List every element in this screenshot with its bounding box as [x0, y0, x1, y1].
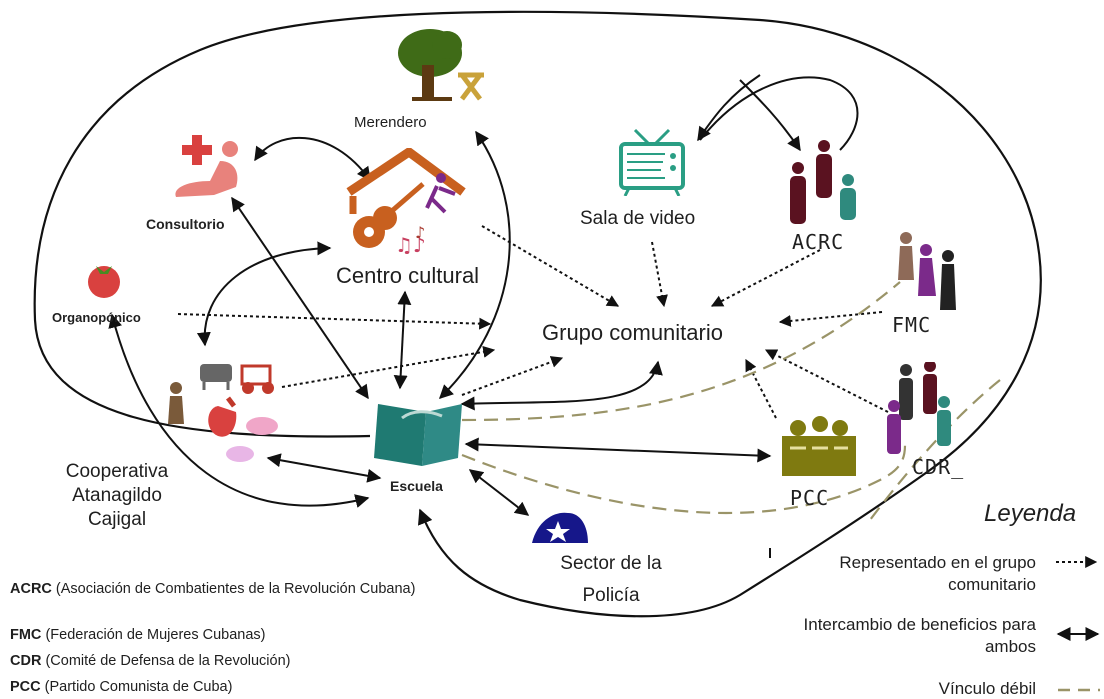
link-organo-escuela — [108, 313, 370, 508]
label-consultorio: Consultorio — [146, 216, 225, 232]
cultural-house-icon: ♫♪ ♪ — [346, 148, 466, 256]
dot-cdr-grupo — [764, 349, 889, 413]
abbr-fmc-key: FMC — [10, 627, 42, 643]
label-cooperativa: Cooperativa Atanagildo Cajigal — [52, 460, 182, 532]
label-sala-video: Sala de video — [580, 208, 696, 229]
abbr-acrc-text: (Asociación de Combatientes de la Revolu… — [55, 581, 416, 597]
fmc-women-icon — [898, 232, 956, 310]
weak-escuela-fmc — [461, 281, 901, 422]
policia-line-2: Policía — [582, 585, 640, 606]
dot-farm-grupo — [281, 345, 496, 388]
label-fmc: FMC — [892, 313, 932, 337]
link-escuela-grupo — [460, 360, 663, 411]
cooperativa-line-1: Cooperativa — [65, 461, 169, 482]
dot-acrc-grupo — [710, 249, 821, 307]
cooperativa-line-2: Atanagildo — [72, 485, 162, 506]
tree-table-icon — [398, 29, 484, 101]
label-escuela: Escuela — [390, 478, 443, 494]
boundary-loop — [33, 10, 1042, 618]
abbr-fmc-text: (Federación de Mujeres Cubanas) — [45, 627, 266, 643]
link-farm-centro — [196, 241, 332, 347]
link-escuela-policia — [468, 469, 530, 516]
policia-line-1: Sector de la — [560, 553, 662, 574]
abbr-acrc: ACRC (Asociación de Combatientes de la R… — [10, 580, 476, 598]
dot-centro-grupo — [481, 225, 620, 307]
label-merendero: Merendero — [354, 114, 427, 131]
label-cdr: CDR_ — [912, 455, 965, 479]
link-centro-escuela — [393, 290, 412, 390]
abbr-pcc-key: PCC — [10, 679, 41, 695]
abbr-pcc: PCC (Partido Comunista de Cuba) — [10, 678, 232, 696]
abbr-cdr-text: (Comité de Defensa de la Revolución) — [45, 653, 291, 669]
legend-item-represented: Representado en el grupo comunitario — [839, 553, 1036, 594]
legend-title: Leyenda — [984, 500, 1077, 527]
link-consultorio-centro — [254, 136, 371, 182]
label-organoponico: Organopónico — [52, 310, 141, 325]
label-grupo-comunitario: Grupo comunitario — [542, 320, 723, 345]
cdr-people-icon — [887, 362, 951, 454]
link-coop-escuela — [266, 453, 382, 483]
abbr-cdr: CDR (Comité de Defensa de la Revolución) — [10, 652, 290, 670]
dot-escuela-grupo — [461, 356, 564, 396]
acrc-people-icon — [790, 140, 856, 224]
dot-fmc-grupo — [778, 311, 883, 327]
dot-organo-grupo — [177, 313, 492, 330]
abbr-cdr-key: CDR — [10, 653, 42, 669]
label-centro-cultural: Centro cultural — [336, 263, 480, 288]
label-acrc: ACRC — [792, 230, 845, 254]
dot-pcc-grupo — [745, 358, 777, 419]
health-person-icon — [175, 135, 238, 197]
dot-sala-grupo — [651, 241, 668, 308]
svg-text:♪: ♪ — [415, 223, 425, 242]
weak-escuela-cdr — [461, 444, 907, 515]
television-icon — [619, 128, 685, 196]
police-star-icon — [532, 512, 588, 543]
abbr-acrc-key: ACRC — [10, 581, 52, 597]
legend-item-weak: Vínculo débil — [938, 679, 1036, 698]
book-icon — [374, 404, 462, 466]
tomato-icon — [88, 266, 120, 298]
label-sector-policia: Sector de la Policía — [546, 548, 676, 612]
weak-fmc-policia — [869, 379, 1001, 521]
abbr-fmc: FMC (Federación de Mujeres Cubanas) — [10, 626, 265, 644]
legend-samples — [1056, 556, 1100, 692]
pcc-group-icon — [782, 416, 856, 476]
abbr-pcc-text: (Partido Comunista de Cuba) — [44, 679, 233, 695]
svg-text:♫♪: ♫♪ — [395, 233, 426, 256]
sala-acrc-loop — [699, 76, 859, 151]
cooperativa-line-3: Cajigal — [87, 509, 147, 530]
link-escuela-pcc — [464, 437, 772, 463]
farm-animals-icon — [168, 364, 278, 462]
legend-item-exchange: Intercambio de beneficios para ambos — [803, 615, 1036, 656]
label-pcc: PCC — [790, 486, 830, 510]
